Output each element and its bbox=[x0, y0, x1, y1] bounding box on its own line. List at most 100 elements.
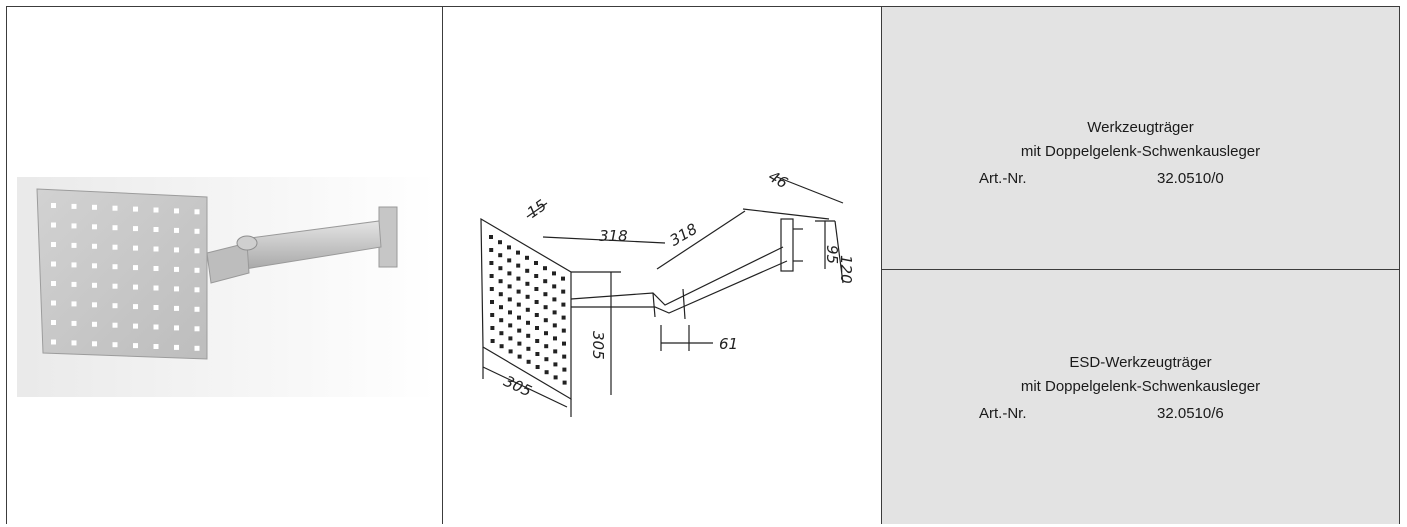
panel-hole bbox=[112, 264, 118, 270]
drawing-hole bbox=[534, 287, 539, 291]
panel-hole bbox=[153, 344, 159, 349]
drawing-hole bbox=[552, 323, 557, 328]
panel-hole bbox=[51, 281, 56, 286]
drawing-hole bbox=[526, 359, 531, 364]
panel-hole bbox=[92, 243, 97, 249]
art-nr-value: 32.0510/6 bbox=[1157, 405, 1224, 422]
product-info-standard: Werkzeugträger mit Doppelgelenk-Schwenka… bbox=[882, 7, 1399, 270]
panel-hole bbox=[153, 305, 159, 310]
drawing-hole bbox=[507, 258, 512, 263]
panel-hole bbox=[112, 322, 118, 328]
panel-hole bbox=[133, 265, 138, 271]
drawing-hole bbox=[507, 271, 512, 276]
product-title-line2: mit Doppelgelenk-Schwenkausleger bbox=[1020, 143, 1261, 160]
drawing-hole bbox=[489, 235, 493, 239]
art-nr-label: Art.-Nr. bbox=[979, 405, 1027, 422]
panel-hole bbox=[112, 225, 118, 231]
panel-hole bbox=[153, 266, 159, 271]
drawing-hole bbox=[498, 253, 503, 258]
panel-hole bbox=[174, 344, 179, 350]
drawing-hole bbox=[507, 245, 511, 250]
panel-hole bbox=[92, 282, 97, 288]
panel-hole bbox=[71, 301, 77, 307]
drawing-hole bbox=[525, 294, 530, 299]
panel-hole bbox=[51, 203, 56, 208]
drawing-hole bbox=[534, 300, 539, 304]
panel-hole bbox=[133, 284, 138, 290]
panel-hole bbox=[194, 326, 200, 332]
drawing-hole bbox=[552, 271, 556, 276]
drawing-hole bbox=[525, 268, 530, 273]
drawing-hole bbox=[489, 274, 494, 278]
drawing-hole bbox=[526, 346, 531, 351]
panel-hole bbox=[71, 340, 77, 346]
product-title-line2: mit Doppelgelenk-Schwenkausleger bbox=[1020, 378, 1261, 395]
panel-hole bbox=[194, 248, 200, 254]
drawing-hole bbox=[552, 297, 557, 302]
drawing-hole bbox=[516, 250, 520, 255]
panel-hole bbox=[51, 339, 56, 345]
panel-hole bbox=[112, 283, 118, 289]
panel-hole bbox=[153, 227, 159, 232]
panel-hole bbox=[133, 343, 138, 349]
dim-305-v-label: 305 bbox=[589, 331, 607, 360]
panel-hole bbox=[194, 267, 200, 273]
drawing-hole bbox=[507, 297, 512, 302]
drawing-hole bbox=[562, 367, 567, 372]
panel-hole bbox=[174, 305, 179, 311]
panel-hole bbox=[194, 209, 200, 215]
product-photo-cell bbox=[7, 7, 443, 524]
panel-hole bbox=[92, 321, 97, 327]
drawing-hole bbox=[525, 307, 530, 312]
drawing-hole bbox=[525, 281, 530, 286]
drawing-hole bbox=[489, 248, 494, 252]
drawing-hole bbox=[562, 354, 567, 359]
dim-318-a-label: 318 bbox=[599, 227, 628, 245]
drawing-hole bbox=[508, 349, 513, 354]
drawing-hole bbox=[534, 313, 539, 317]
dim-95-label: 95 bbox=[823, 245, 841, 264]
drawing-hole bbox=[489, 261, 494, 265]
product-info-esd: ESD-Werkzeugträger mit Doppelgelenk-Schw… bbox=[882, 270, 1399, 525]
drawing-hole bbox=[561, 289, 566, 294]
drawing-hole bbox=[543, 279, 548, 284]
drawing-hole bbox=[526, 320, 530, 325]
panel-hole bbox=[112, 205, 118, 211]
drawing-hole bbox=[552, 284, 557, 289]
technical-drawing: 15 318 318 46 95 120 305 305 61 bbox=[480, 167, 855, 417]
drawing-hole bbox=[525, 255, 529, 260]
drawing-hole bbox=[499, 344, 504, 349]
drawing-hole bbox=[561, 315, 566, 320]
drawing-hole bbox=[498, 266, 503, 271]
panel-hole bbox=[174, 247, 179, 253]
drawing-hole bbox=[543, 292, 548, 297]
drawing-hole bbox=[543, 266, 547, 271]
drawing-hole bbox=[534, 274, 539, 278]
panel-hole bbox=[133, 304, 138, 310]
panel-hole bbox=[153, 207, 159, 213]
panel-hole bbox=[133, 323, 138, 329]
dim-15-label: 15 bbox=[524, 196, 550, 222]
drawing-hole bbox=[499, 318, 504, 323]
drawing-hole bbox=[562, 341, 566, 346]
panel-hole bbox=[71, 203, 77, 209]
panel-hole bbox=[71, 242, 77, 248]
drawing-hole bbox=[517, 315, 521, 320]
drawing-hole bbox=[498, 279, 503, 284]
drawing-hole bbox=[516, 302, 521, 307]
drawing-hole bbox=[498, 292, 503, 297]
panel-hole bbox=[51, 300, 56, 306]
dim-61-label: 61 bbox=[719, 335, 738, 353]
drawing-hole bbox=[517, 328, 522, 333]
panel-hole bbox=[133, 226, 138, 232]
drawing-hole bbox=[517, 354, 522, 359]
product-info-cell: Werkzeugträger mit Doppelgelenk-Schwenka… bbox=[882, 7, 1399, 524]
drawing-hole bbox=[508, 310, 512, 315]
panel-hole bbox=[71, 223, 77, 229]
drawing-hole bbox=[490, 339, 495, 343]
art-nr-label: Art.-Nr. bbox=[979, 170, 1027, 187]
drawing-hole bbox=[508, 336, 513, 341]
panel-hole bbox=[71, 281, 77, 287]
panel-hole bbox=[92, 263, 97, 269]
product-table: 15 318 318 46 95 120 305 305 61 Werkzeug… bbox=[6, 6, 1400, 524]
